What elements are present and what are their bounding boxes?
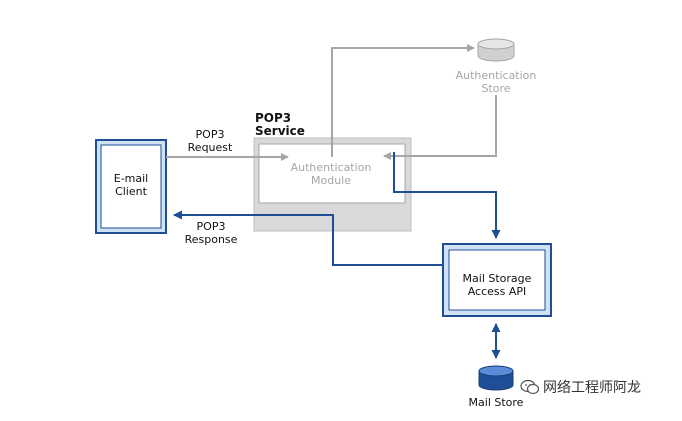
authentication-store-label: Authentication Store [455,69,537,95]
mail-storage-api-label: Mail Storage Access API [462,272,532,298]
authentication-module-label: Authentication Module [290,161,372,187]
email-client-label: E-mail Client [113,172,149,198]
watermark-text: 网络工程师阿龙 [543,380,641,396]
wechat-icon [520,379,540,395]
mail-store-label: Mail Store [468,396,524,409]
pop3-response-arrow [173,210,443,266]
auth-reply-arrow [383,95,497,160]
pop3-service-title: POP3 Service [255,111,305,138]
module-to-api-arrow [393,152,501,239]
pop3-response-label: POP3 Response [184,220,238,246]
authentication-store-icon [477,38,515,62]
auth-query-arrow [331,44,475,157]
pop3-request-label: POP3 Request [187,128,233,154]
mail-store-icon [478,365,514,391]
